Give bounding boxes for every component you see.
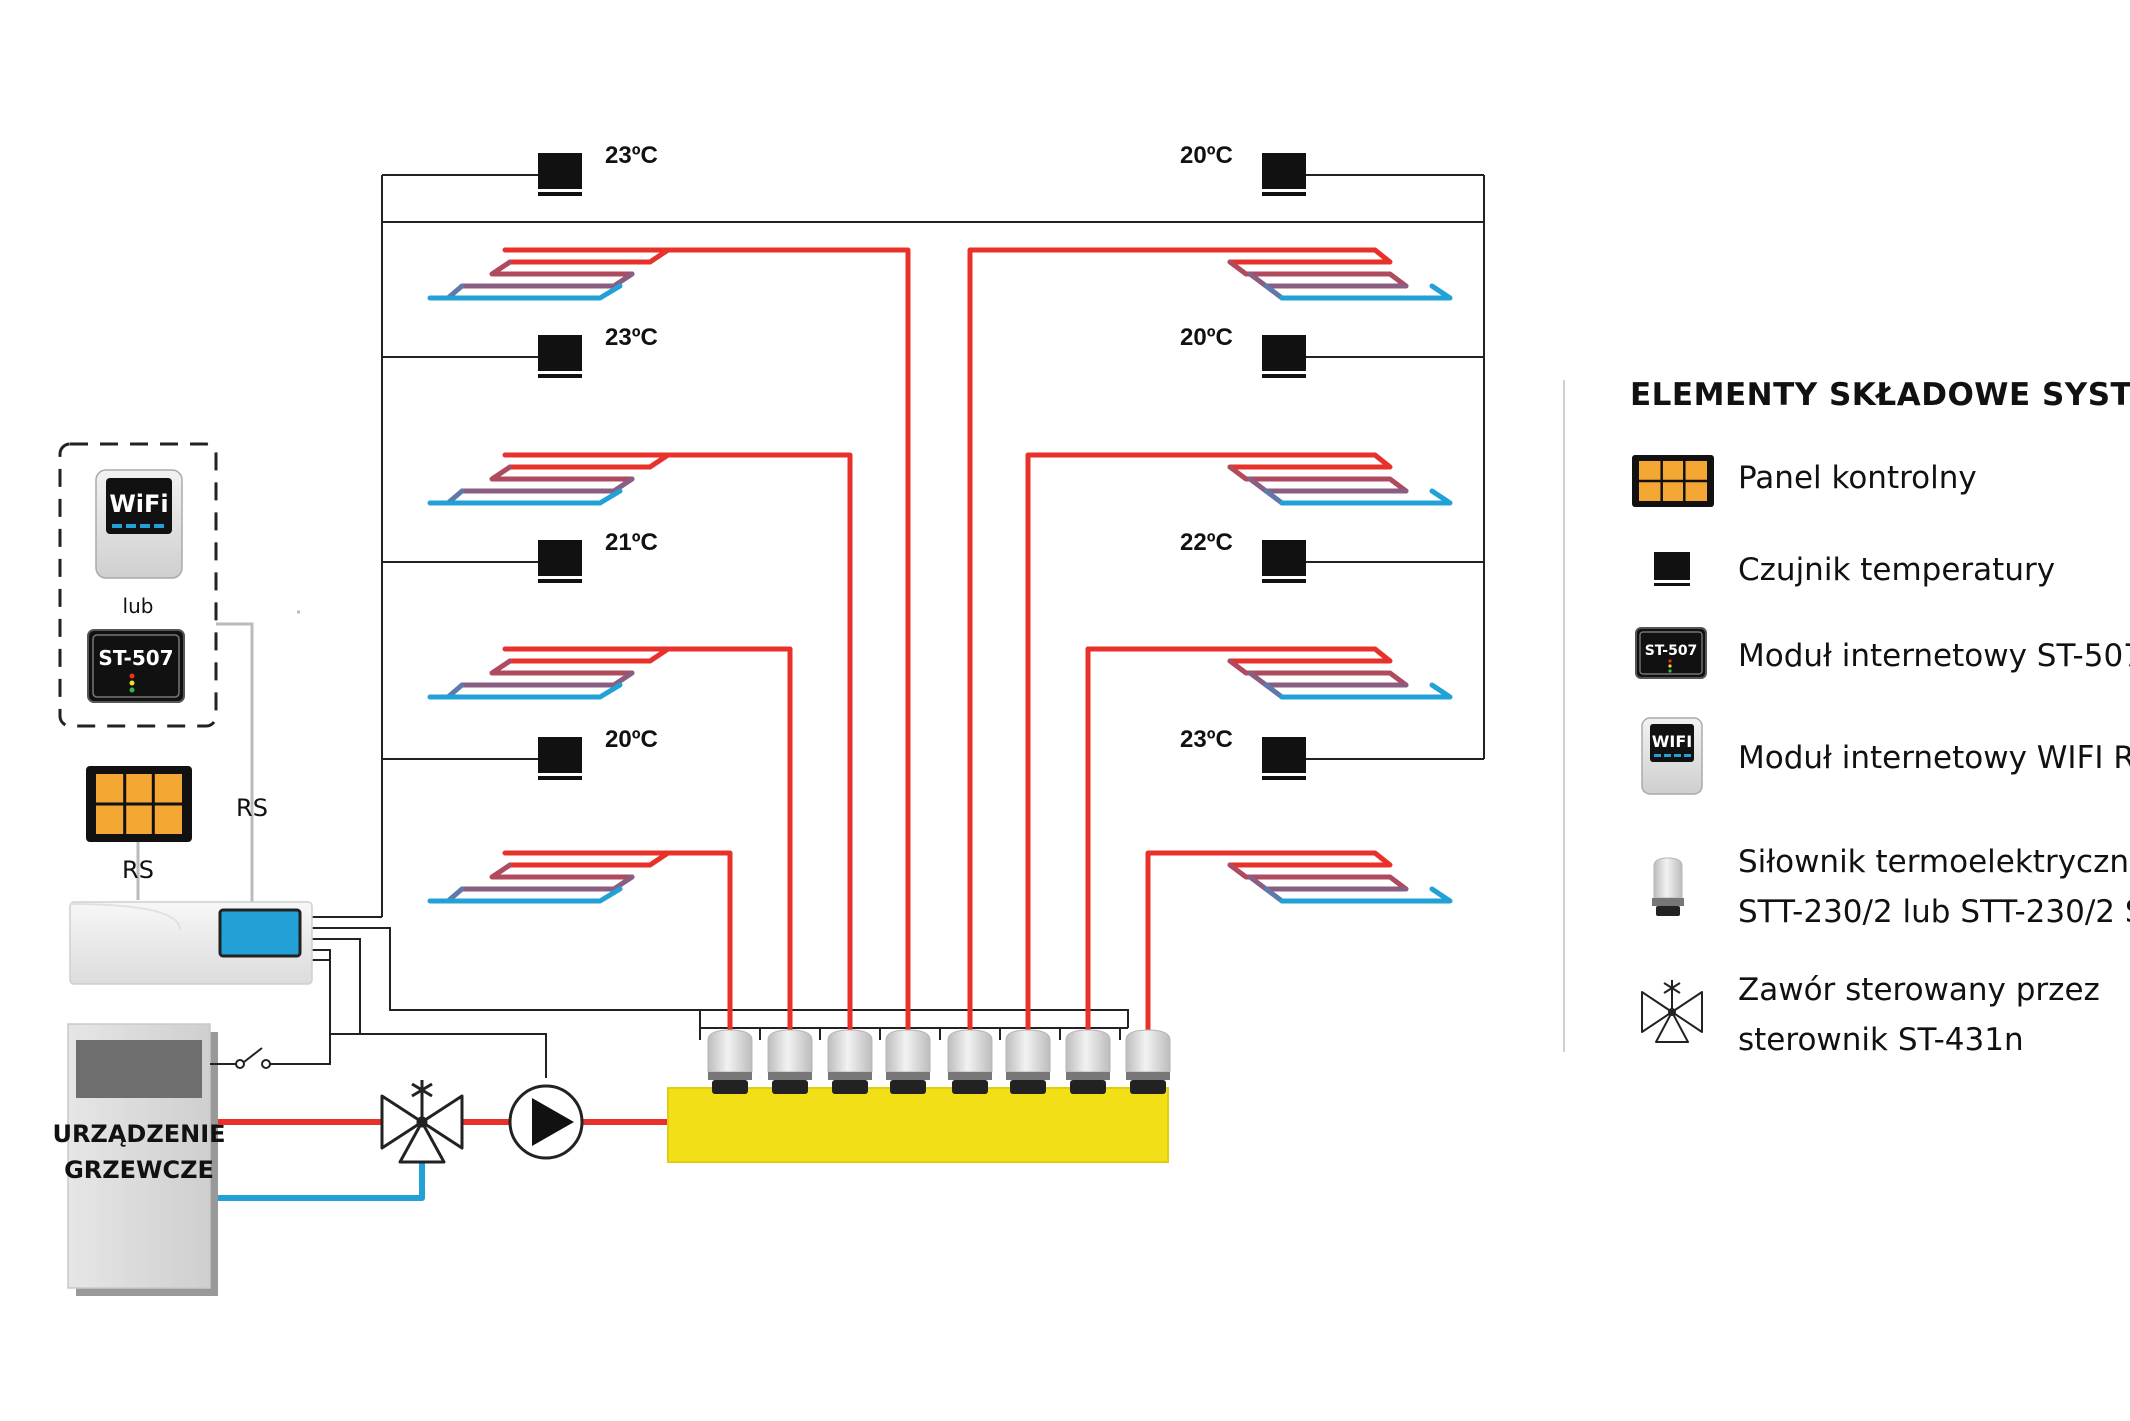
temperature-sensor-icon [1262,335,1306,371]
floor-coil-right-3 [1209,646,1453,700]
actuator-3 [827,1029,873,1094]
floor-coil-left-3 [427,646,671,700]
sensor-left-4-temperature: 20ºC [605,726,658,753]
supply-risers [640,247,1370,1040]
sensor-right-1 [1262,153,1306,196]
rs-label-left: RS [122,856,154,884]
sensor-left-4 [538,737,582,780]
floor-coil-right-1 [1209,247,1453,301]
floor-coil-left-2 [427,452,671,506]
temperature-sensor-icon [1262,540,1306,576]
legend-actuator-icon [1652,857,1684,916]
actuator-7 [1065,1029,1111,1094]
floor-coil-left-1 [427,247,671,301]
st507-module-label: ST-507 [98,646,173,670]
legend-item-actuator-label-1: Siłownik termoelektryczny [1738,844,2130,880]
legend-st507-module-icon: ST-507 [1635,627,1707,679]
temperature-sensors: 23ºC 23ºC 21ºC 20ºC 20ºC 20ºC 22ºC 23ºC [538,142,1306,780]
temperature-sensor-icon [1262,737,1306,773]
legend-st507-icon-text: ST-507 [1645,643,1698,659]
controller-st431n [69,901,313,985]
legend-item-sensor-label: Czujnik temperatury [1738,552,2055,588]
internet-module-options: WiFi lub ST-507 [58,442,218,728]
sensor-left-2-temperature: 23ºC [605,324,658,351]
st507-module-icon: ST-507 [87,629,185,703]
floor-coils [427,247,1453,904]
actuators [707,1029,1171,1094]
sensor-left-1 [538,153,582,196]
sensor-left-3 [538,540,582,583]
sensor-right-3-temperature: 22ºC [1180,529,1233,556]
legend-item-wifi-label: Moduł internetowy WIFI RS [1738,740,2130,776]
legend-mixing-valve-icon [1641,980,1703,1043]
or-label: lub [123,594,154,618]
actuator-8 [1125,1029,1171,1094]
legend-item-st507-label: Moduł internetowy ST-507 [1738,638,2130,674]
floor-coil-left-4 [427,850,671,904]
sensor-right-4-temperature: 23ºC [1180,726,1233,753]
sensor-right-3 [1262,540,1306,583]
sensor-right-4 [1262,737,1306,780]
temperature-sensor-icon [538,335,582,371]
floor-coil-right-4 [1209,850,1453,904]
boiler-pipes [218,1119,668,1201]
circulation-pump-icon [508,1084,584,1160]
actuator-6 [1005,1029,1051,1094]
temperature-sensor-icon [538,737,582,773]
temperature-sensor-icon [538,153,582,189]
legend-title: ELEMENTY SKŁADOWE SYSTEMU: [1630,377,2130,413]
heater-label-line-2: GRZEWCZE [64,1156,214,1184]
legend-item-panel-label: Panel kontrolny [1738,460,1977,496]
sensor-wiring [262,174,1485,1078]
heating-device: URZĄDZENIE GRZEWCZE [52,1023,226,1296]
heater-relay-switch [210,1047,330,1069]
legend-item-actuator-label-2: STT-230/2 lub STT-230/2 S [1738,894,2130,930]
sensor-right-2 [1262,335,1306,378]
control-panel-device [86,766,192,842]
actuator-5 [947,1029,993,1094]
legend-temperature-sensor-icon [1654,552,1690,586]
mixing-valve-icon [380,1080,464,1164]
rs-label-right: RS [236,794,268,822]
sensor-left-3-temperature: 21ºC [605,529,658,556]
wifi-module-label: WiFi [109,490,168,518]
sensor-left-2 [538,335,582,378]
legend-item-valve-label-1: Zawór sterowany przez [1738,972,2100,1008]
wifi-module-icon: WiFi [95,469,183,579]
sensor-right-2-temperature: 20ºC [1180,324,1233,351]
manifold [667,1087,1169,1163]
temperature-sensor-icon [1262,153,1306,189]
legend-control-panel-icon [1632,455,1714,507]
legend-item-valve-label-2: sterownik ST-431n [1738,1022,2024,1058]
legend-wifi-module-icon: WIFI [1641,717,1703,795]
sensor-left-1-temperature: 23ºC [605,142,658,169]
sensor-right-1-temperature: 20ºC [1180,142,1233,169]
floor-coil-right-2 [1209,452,1453,506]
actuator-2 [767,1029,813,1094]
temperature-sensor-icon [538,540,582,576]
legend-wifi-icon-text: WIFI [1652,732,1692,751]
actuator-1 [707,1029,753,1094]
rs-bus-wiring [136,610,300,906]
actuator-4 [885,1029,931,1094]
heater-label-line-1: URZĄDZENIE [52,1120,225,1148]
actuator-wires [699,1010,1128,1040]
